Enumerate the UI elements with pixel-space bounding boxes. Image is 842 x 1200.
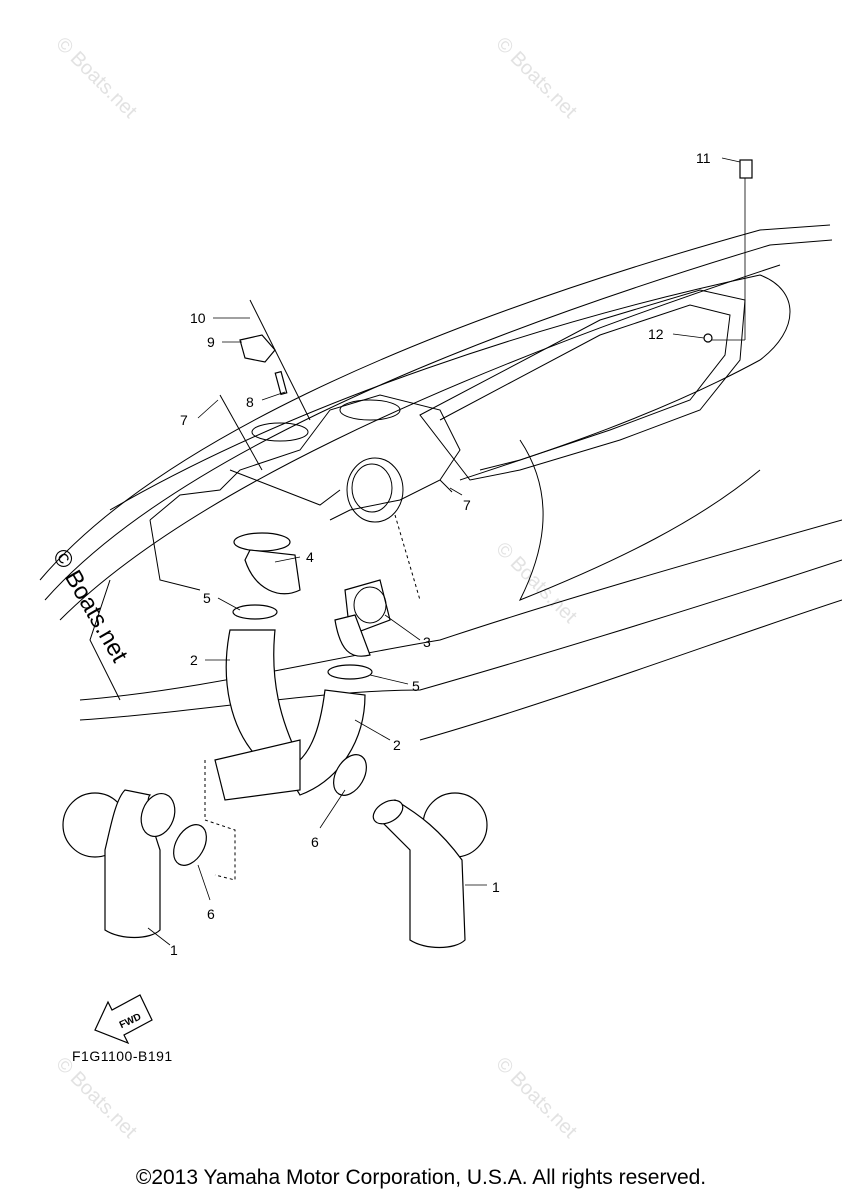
part-4-duct	[233, 532, 291, 552]
watermark: © Boats.net	[491, 33, 581, 123]
part-8-pin	[274, 370, 288, 396]
callout-9: 9	[207, 334, 215, 350]
callout-8: 8	[246, 394, 254, 410]
callout-6: 6	[311, 834, 319, 850]
part-12-clip	[703, 333, 713, 343]
callout-4: 4	[306, 549, 314, 565]
part-1-elbow-right	[372, 792, 488, 949]
watermarks: © Boats.net © Boats.net © Boats.net © Bo…	[47, 33, 582, 1143]
copyright-notice: ©2013 Yamaha Motor Corporation, U.S.A. A…	[135, 1166, 707, 1189]
callout-2: 2	[190, 652, 198, 668]
watermark: © Boats.net	[491, 538, 581, 628]
watermark: © Boats.net	[491, 1053, 581, 1143]
part-5-clamp	[327, 664, 373, 680]
callouts: 11 10 9 8 12 7 7 4 5 3 2 5 2 6 6 1 1	[170, 150, 711, 958]
callout-12: 12	[648, 326, 664, 342]
callout-3: 3	[423, 634, 431, 650]
callout-2: 2	[393, 737, 401, 753]
callout-7: 7	[463, 497, 471, 513]
callout-6: 6	[207, 906, 215, 922]
callout-5: 5	[203, 590, 211, 606]
watermark-dark: © Boats.net	[47, 545, 133, 668]
part-5-clamp	[232, 604, 278, 620]
part-9-cover	[239, 334, 276, 363]
callout-7: 7	[180, 412, 188, 428]
callout-10: 10	[190, 310, 206, 326]
watermark: © Boats.net	[51, 1053, 141, 1143]
part-11-sensor	[739, 159, 753, 179]
drawing-code: F1G1100-B191	[72, 1048, 173, 1064]
callout-5: 5	[412, 678, 420, 694]
hull-outline	[39, 170, 842, 741]
part-6-clamp	[173, 824, 207, 866]
callout-11: 11	[696, 150, 711, 166]
part-2-bellows	[225, 629, 301, 761]
part-1-elbow-left	[62, 789, 176, 939]
fwd-arrow-icon: FWD	[94, 994, 153, 1045]
watermark: © Boats.net	[51, 33, 141, 123]
callout-1: 1	[170, 942, 178, 958]
part-6-clamp	[333, 754, 367, 796]
callout-1: 1	[492, 879, 500, 895]
parts	[62, 159, 753, 949]
leader-lines	[147, 157, 741, 946]
